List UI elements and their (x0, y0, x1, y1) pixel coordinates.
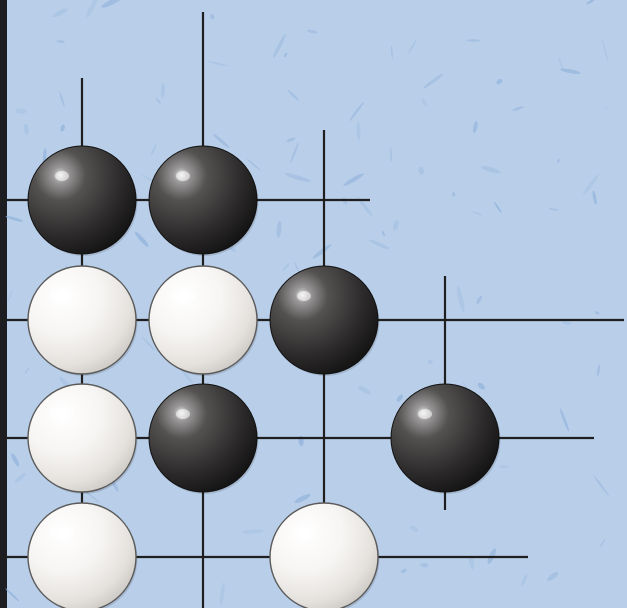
paper-speckle (586, 0, 597, 5)
paper-speckle (286, 137, 296, 143)
paper-speckle (400, 568, 407, 574)
paper-speckle (281, 263, 290, 272)
paper-speckle (150, 143, 157, 156)
white-stone (28, 266, 138, 376)
paper-speckle (594, 310, 600, 315)
paper-speckle (603, 105, 609, 110)
paper-speckle (56, 40, 65, 43)
paper-speckle (391, 46, 394, 60)
paper-speckle (420, 98, 428, 107)
white-stone (28, 503, 138, 608)
black-stone (28, 146, 138, 256)
paper-speckle (599, 539, 606, 548)
paper-speckle (592, 190, 598, 205)
paper-speckle (493, 201, 502, 213)
paper-speckle (212, 133, 230, 150)
paper-speckle (481, 164, 502, 174)
paper-speckle (390, 147, 392, 162)
paper-speckle (499, 465, 509, 469)
paper-speckle (342, 172, 364, 187)
paper-speckle (392, 219, 400, 231)
paper-speckle (24, 367, 30, 374)
paper-speckle (276, 221, 282, 238)
black-stone (270, 266, 380, 376)
paper-speckle (23, 124, 30, 135)
paper-speckle (59, 91, 66, 107)
paper-speckle (210, 14, 215, 20)
paper-speckle (356, 122, 360, 140)
black-stone (149, 384, 259, 494)
paper-speckle (155, 98, 161, 105)
paper-speckle (242, 529, 264, 534)
paper-speckle (601, 39, 609, 62)
paper-speckle (520, 573, 528, 587)
paper-speckle (495, 78, 503, 86)
paper-speckle (284, 172, 311, 184)
paper-speckle (14, 472, 27, 484)
paper-speckle (133, 230, 150, 248)
paper-speckle (558, 57, 565, 71)
paper-speckle (283, 52, 288, 58)
paper-speckle (582, 173, 600, 195)
paper-speckle (476, 381, 486, 390)
paper-speckle (548, 208, 558, 212)
paper-speckle (420, 563, 429, 568)
black-stone (391, 384, 501, 494)
paper-speckle (407, 39, 417, 54)
paper-speckle (475, 295, 483, 305)
paper-speckle (428, 359, 433, 364)
paper-speckle (311, 243, 332, 260)
paper-speckle (452, 192, 456, 197)
paper-speckle (348, 101, 364, 122)
paper-speckle (208, 60, 228, 67)
paper-speckle (5, 588, 20, 603)
paper-speckle (596, 364, 601, 376)
paper-speckle (60, 124, 66, 132)
paper-speckle (409, 524, 420, 533)
paper-speckle (472, 211, 483, 216)
paper-speckle (15, 108, 26, 114)
black-stone (149, 146, 259, 256)
paper-speckle (418, 166, 425, 175)
paper-speckle (307, 29, 318, 34)
paper-speckle (560, 67, 581, 75)
paper-speckle (10, 452, 21, 467)
paper-speckle (422, 73, 444, 90)
paper-speckle (562, 320, 572, 325)
paper-speckle (512, 105, 524, 112)
paper-speckle (467, 39, 481, 41)
paper-speckle (100, 0, 124, 10)
stone-layer (28, 146, 501, 608)
paper-speckle (381, 230, 385, 236)
paper-speckle (455, 286, 466, 313)
paper-speckle (52, 7, 69, 19)
white-stone (270, 503, 380, 608)
paper-speckle (556, 158, 560, 163)
paper-speckle (293, 492, 311, 505)
paper-speckle (559, 408, 571, 432)
paper-speckle (357, 385, 372, 396)
paper-speckle (546, 570, 560, 582)
paper-speckle (246, 158, 261, 171)
paper-speckle (5, 215, 23, 223)
white-stone (149, 266, 259, 376)
paper-speckle (395, 393, 404, 402)
paper-speckle (219, 582, 225, 606)
paper-speckle (7, 289, 14, 303)
paper-speckle (85, 0, 99, 18)
paper-speckle (160, 83, 165, 99)
paper-speckle (593, 474, 610, 497)
paper-speckle (472, 121, 478, 134)
paper-speckle (287, 89, 300, 102)
paper-speckle (289, 142, 299, 164)
white-stone (28, 384, 138, 494)
paper-speckle (368, 238, 390, 251)
